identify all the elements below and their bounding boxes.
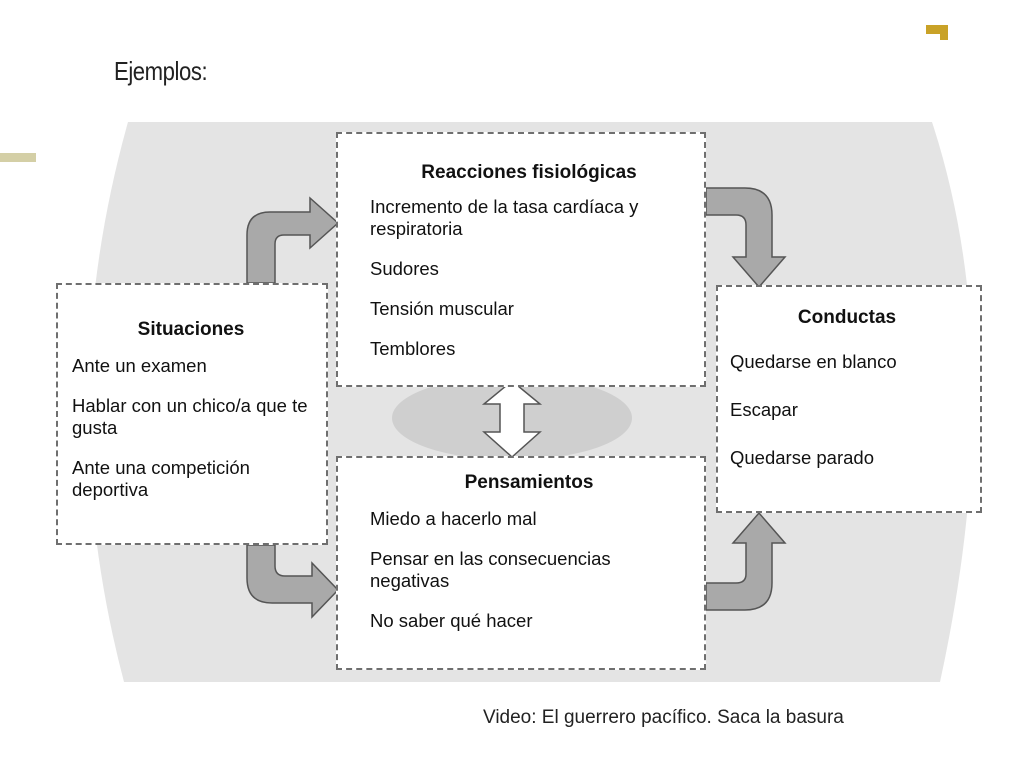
arrow-situaciones-to-reacciones [246, 196, 340, 284]
reacciones-item: Incremento de la tasa cardíaca y respira… [370, 196, 639, 239]
accent-left-bar [0, 153, 36, 162]
pensamientos-item: Miedo a hacerlo mal [370, 508, 537, 529]
arrow-situaciones-to-pensamientos [246, 544, 340, 619]
reacciones-item: Sudores [370, 258, 439, 279]
video-caption: Video: El guerrero pacífico. Saca la bas… [483, 707, 844, 728]
pensamientos-title: Pensamientos [464, 472, 594, 493]
situaciones-item: Ante un examen [72, 355, 207, 376]
reacciones-item: Temblores [370, 338, 456, 359]
conductas-box: Conductas Quedarse en blanco Escapar Que… [716, 285, 982, 513]
reacciones-item: Tensión muscular [370, 298, 514, 319]
arrow-pensamientos-to-conductas [705, 511, 787, 611]
pensamientos-item: No saber qué hacer [370, 610, 533, 631]
reacciones-box: Reacciones fisiológicas Incremento de la… [336, 132, 706, 387]
situaciones-item: Hablar con un chico/a que te gusta [72, 395, 308, 438]
slide-title: Ejemplos: [114, 56, 208, 86]
situaciones-title: Situaciones [137, 319, 245, 340]
conductas-title: Conductas [797, 307, 897, 328]
situaciones-item: Ante una competición deportiva [72, 457, 250, 500]
situaciones-box: Situaciones Ante un examen Hablar con un… [56, 283, 328, 545]
conductas-item: Escapar [730, 399, 798, 420]
accent-corner-mark [926, 25, 948, 40]
conductas-item: Quedarse parado [730, 447, 874, 468]
reacciones-title: Reacciones fisiológicas [421, 162, 637, 183]
pensamientos-item: Pensar en las consecuencias negativas [370, 548, 611, 591]
arrow-reacciones-to-conductas [705, 187, 787, 289]
conductas-item: Quedarse en blanco [730, 351, 897, 372]
pensamientos-box: Pensamientos Miedo a hacerlo mal Pensar … [336, 456, 706, 670]
